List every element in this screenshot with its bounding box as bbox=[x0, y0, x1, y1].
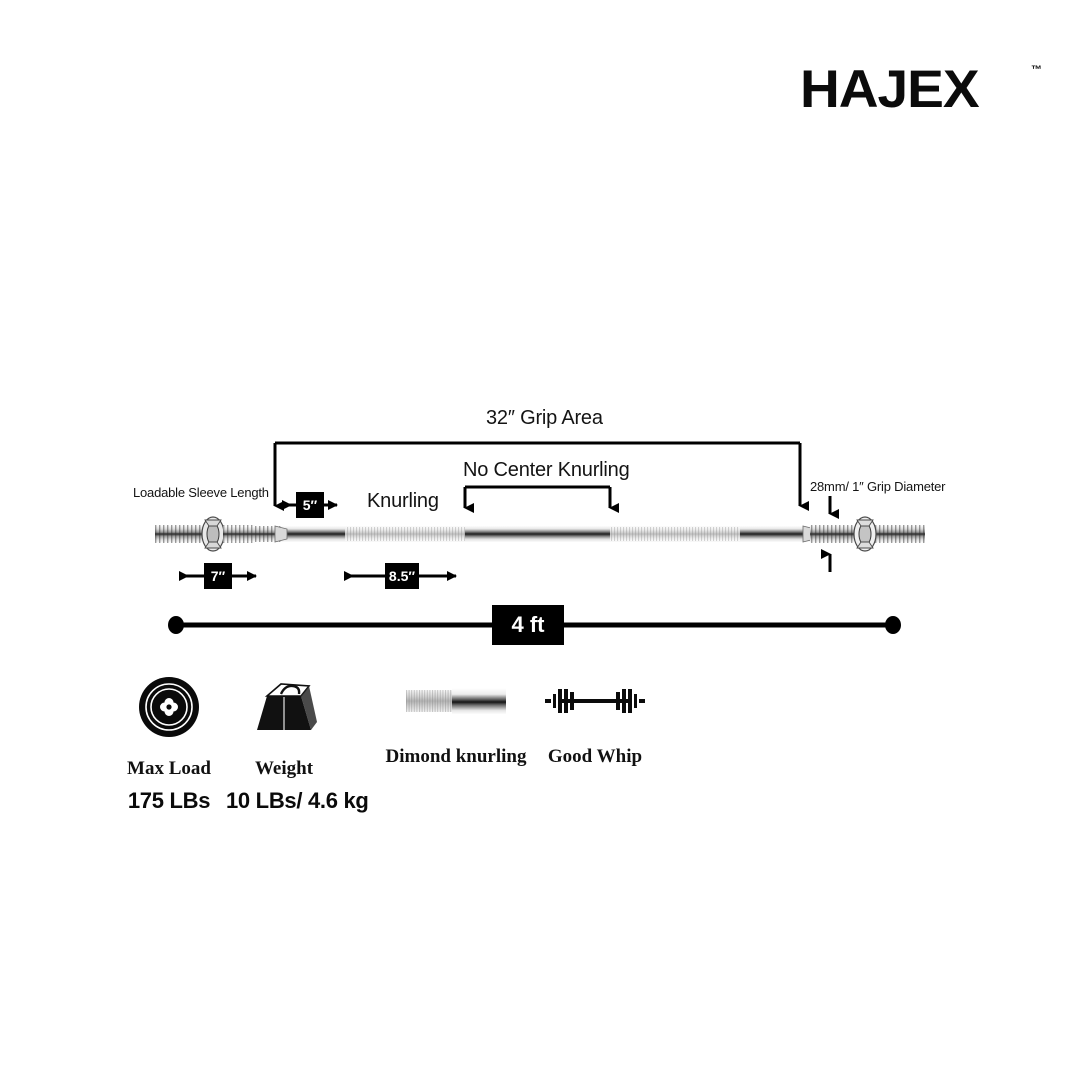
barbell-icon bbox=[545, 689, 645, 713]
barbell-product-image bbox=[155, 516, 925, 552]
left-inner-thread bbox=[223, 526, 281, 542]
feature-label: Good Whip bbox=[547, 746, 643, 767]
left-collar bbox=[201, 516, 225, 552]
no-center-knurling-bracket bbox=[463, 485, 619, 513]
annotation-grip-area: 32″ Grip Area bbox=[486, 407, 603, 429]
dimension-badge-sleeve-gap: 5″ bbox=[296, 492, 324, 518]
brand-name: HAJEX bbox=[800, 60, 980, 119]
weight-plate-icon bbox=[139, 677, 199, 737]
trademark-symbol: ™ bbox=[1031, 64, 1042, 76]
feature-diamond-knurling: Dimond knurling bbox=[370, 684, 542, 776]
annotation-grip-diameter: 28mm/ 1″ Grip Diameter bbox=[810, 479, 946, 494]
feature-value: 175 LBs bbox=[127, 788, 211, 813]
dimension-badge-sleeve-length: 7″ bbox=[204, 563, 232, 589]
kettlebell-weight-icon bbox=[257, 683, 317, 730]
dimension-badge-knurl-length: 8.5″ bbox=[385, 563, 419, 589]
feature-list: Max Load 175 LBs Weight bbox=[0, 676, 1080, 836]
feature-label: Weight bbox=[254, 758, 314, 779]
right-collar bbox=[853, 516, 877, 552]
feature-good-whip: Good Whip bbox=[537, 684, 653, 776]
annotation-no-center-knurling: No Center Knurling bbox=[463, 459, 630, 481]
feature-max-load: Max Load 175 LBs bbox=[110, 676, 228, 814]
brand-logo: HAJEX ™ bbox=[800, 60, 1042, 120]
feature-weight: Weight 10 LBs/ 4.6 kg bbox=[226, 676, 369, 814]
dimension-badge-total-length: 4 ft bbox=[492, 605, 564, 645]
annotation-knurling: Knurling bbox=[367, 490, 439, 512]
left-knurl-section bbox=[345, 527, 465, 541]
grip-area-bracket bbox=[273, 441, 809, 511]
right-knurl-section bbox=[610, 527, 740, 541]
knurling-sample-icon bbox=[406, 688, 506, 714]
feature-value: 10 LBs/ 4.6 kg bbox=[226, 788, 369, 813]
feature-label: Max Load bbox=[127, 758, 211, 779]
annotation-loadable-sleeve-length: Loadable Sleeve Length bbox=[133, 485, 269, 500]
feature-label: Dimond knurling bbox=[385, 746, 527, 767]
